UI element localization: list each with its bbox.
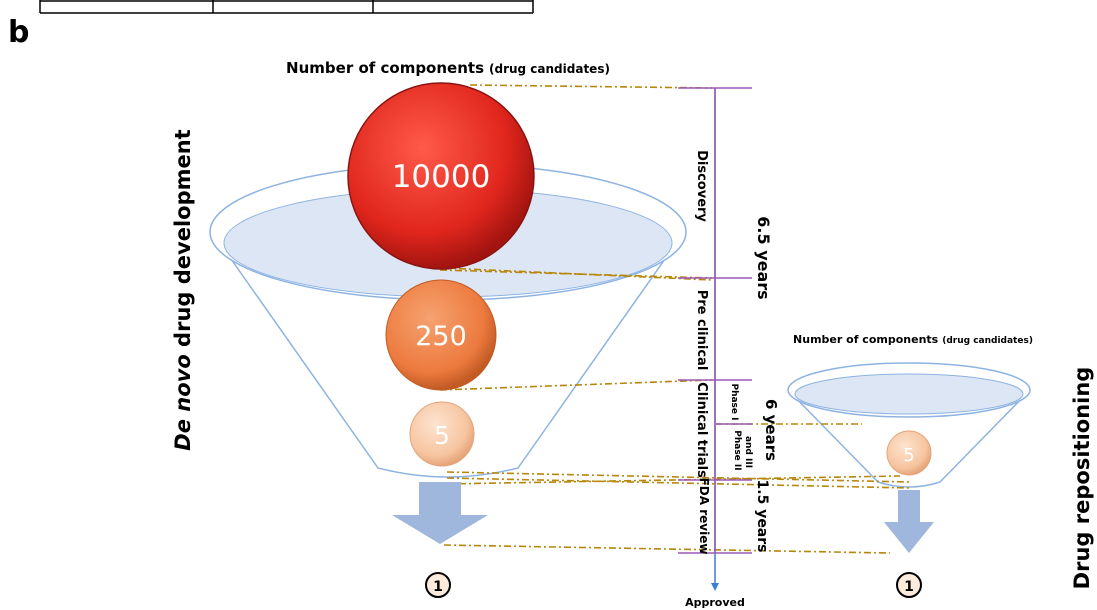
approved-count-left: 1	[433, 579, 443, 595]
approved-badge-right: 1	[896, 572, 922, 598]
ball-value: 5	[434, 421, 450, 450]
right-title-main: Number of components	[793, 333, 939, 346]
left-title-sub: (drug candidates)	[489, 62, 610, 76]
ball-10000: 10000	[347, 82, 535, 270]
panel-label: b	[8, 15, 29, 50]
left-vertical-label: De novo drug development	[171, 129, 195, 450]
right-title-sub: (drug candidates)	[942, 336, 1033, 346]
phase-1-label: Phase I	[729, 383, 739, 420]
ball-value: 250	[415, 321, 467, 352]
left-title: Number of components (drug candidates)	[286, 59, 610, 77]
drug-development-text: drug development	[171, 129, 195, 354]
candidate-ball	[347, 82, 535, 270]
connector-review-end	[443, 544, 891, 554]
duration-clinical: 6 years	[762, 399, 780, 461]
candidate-ball	[886, 430, 932, 476]
approved-count-right: 1	[904, 579, 914, 595]
ball-5-left: 5	[409, 401, 475, 467]
left-title-main: Number of components	[286, 59, 484, 77]
badge-circle	[425, 572, 451, 598]
timeline	[678, 87, 752, 591]
connector-trials-end-2	[446, 477, 911, 489]
de-novo-text: De novo	[171, 354, 195, 450]
stage-preclinical: Pre clinical	[694, 290, 709, 371]
fda-review-text: FDA review	[697, 478, 711, 555]
stage-discovery: Discovery	[694, 150, 709, 222]
phase-2-line1: Phase II	[732, 430, 742, 470]
stage-clinical-trials: Clinical trials	[694, 382, 709, 478]
dashed-connectors	[439, 84, 911, 554]
candidate-ball	[385, 279, 497, 391]
right-title: Number of components(drug candidates)	[793, 333, 1033, 346]
connector-trials-end	[446, 471, 911, 483]
connector-trials-end-3	[443, 475, 901, 485]
right-funnel	[787, 362, 1031, 488]
down-arrow-left	[392, 482, 488, 544]
down-arrow-right	[884, 490, 934, 553]
approved-badge-left: 1	[425, 572, 451, 598]
phase-2-line2: and III	[743, 436, 753, 468]
approved-label: Approved	[685, 596, 745, 609]
phase-2-3-label: Phase II and III	[732, 430, 753, 474]
connector-preclinical-end	[439, 379, 713, 391]
top-table-edge	[39, 0, 534, 14]
ball-5-right: 5	[886, 430, 932, 476]
ball-250: 250	[385, 279, 497, 391]
timeline-ticks	[678, 87, 752, 554]
ball-value: 5	[903, 445, 914, 466]
connector-top	[469, 84, 713, 89]
duration-discovery-preclinical: 6.5 years	[754, 216, 773, 299]
right-vertical-label: Drug repositioning	[1070, 367, 1094, 590]
candidate-ball	[409, 401, 475, 467]
duration-fda-review: 1.5 years	[754, 480, 770, 553]
ball-value: 10000	[392, 159, 491, 195]
badge-circle	[896, 572, 922, 598]
timeline-arrowhead	[711, 583, 719, 591]
connector-discovery-end-2	[439, 269, 713, 279]
stage-fda-review: FDA review	[697, 478, 711, 555]
